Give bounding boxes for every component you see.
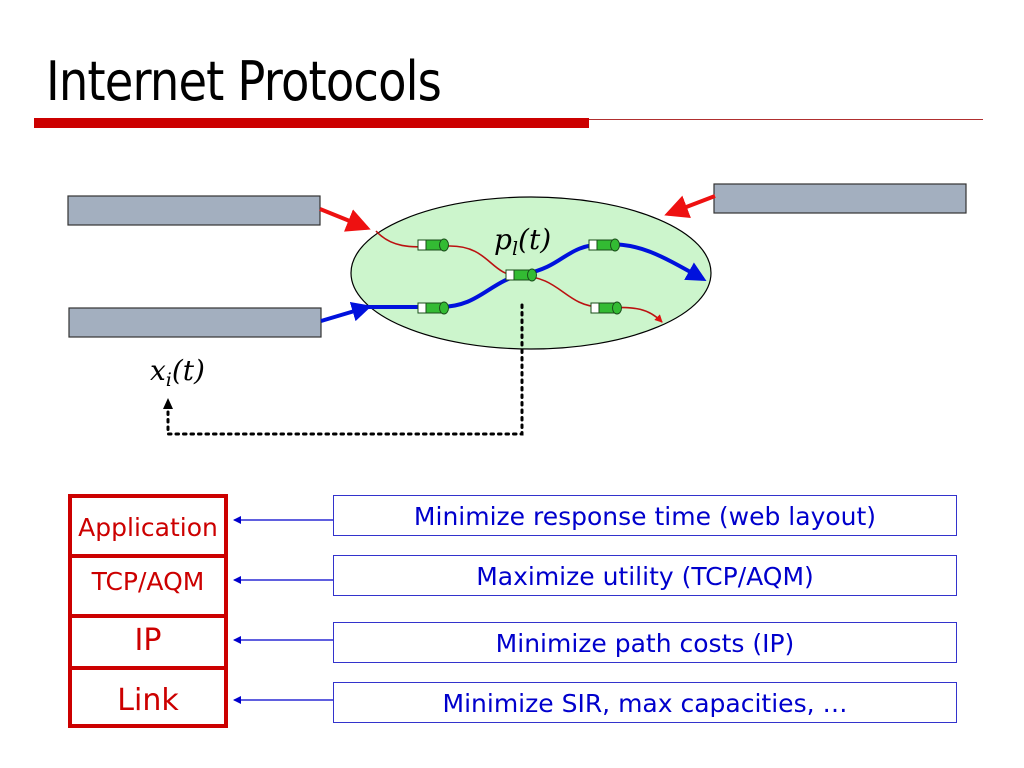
flow-blue bbox=[368, 241, 707, 309]
link-price-label: pl(t) bbox=[494, 223, 551, 260]
feedback-path bbox=[166, 303, 524, 436]
layer-application: Application bbox=[68, 494, 228, 554]
title-rule-thick bbox=[34, 118, 589, 128]
goal-application: Minimize response time (web layout) bbox=[333, 495, 957, 536]
slide-title: Internet Protocols bbox=[46, 50, 442, 113]
layer-ip: IP bbox=[68, 614, 228, 666]
source-rate-label: xi(t) bbox=[150, 354, 205, 391]
source-top-right bbox=[713, 183, 967, 214]
title-rule-thin bbox=[589, 119, 983, 120]
goal-ip: Minimize path costs (IP) bbox=[333, 622, 957, 663]
goal-tcp-aqm: Maximize utility (TCP/AQM) bbox=[333, 555, 957, 596]
arrow-source-top-left bbox=[319, 207, 371, 232]
source-bottom-left bbox=[68, 307, 322, 338]
goal-link: Minimize SIR, max capacities, … bbox=[333, 682, 957, 723]
network-diagram: pl(t) xi(t) bbox=[67, 183, 967, 436]
feedback-arrowhead-icon bbox=[163, 398, 173, 409]
layer-link: Link bbox=[68, 666, 228, 728]
arrow-source-top-right bbox=[664, 194, 716, 219]
arrow-source-bottom-left bbox=[320, 301, 372, 323]
layer-tcp-aqm: TCP/AQM bbox=[68, 554, 228, 614]
